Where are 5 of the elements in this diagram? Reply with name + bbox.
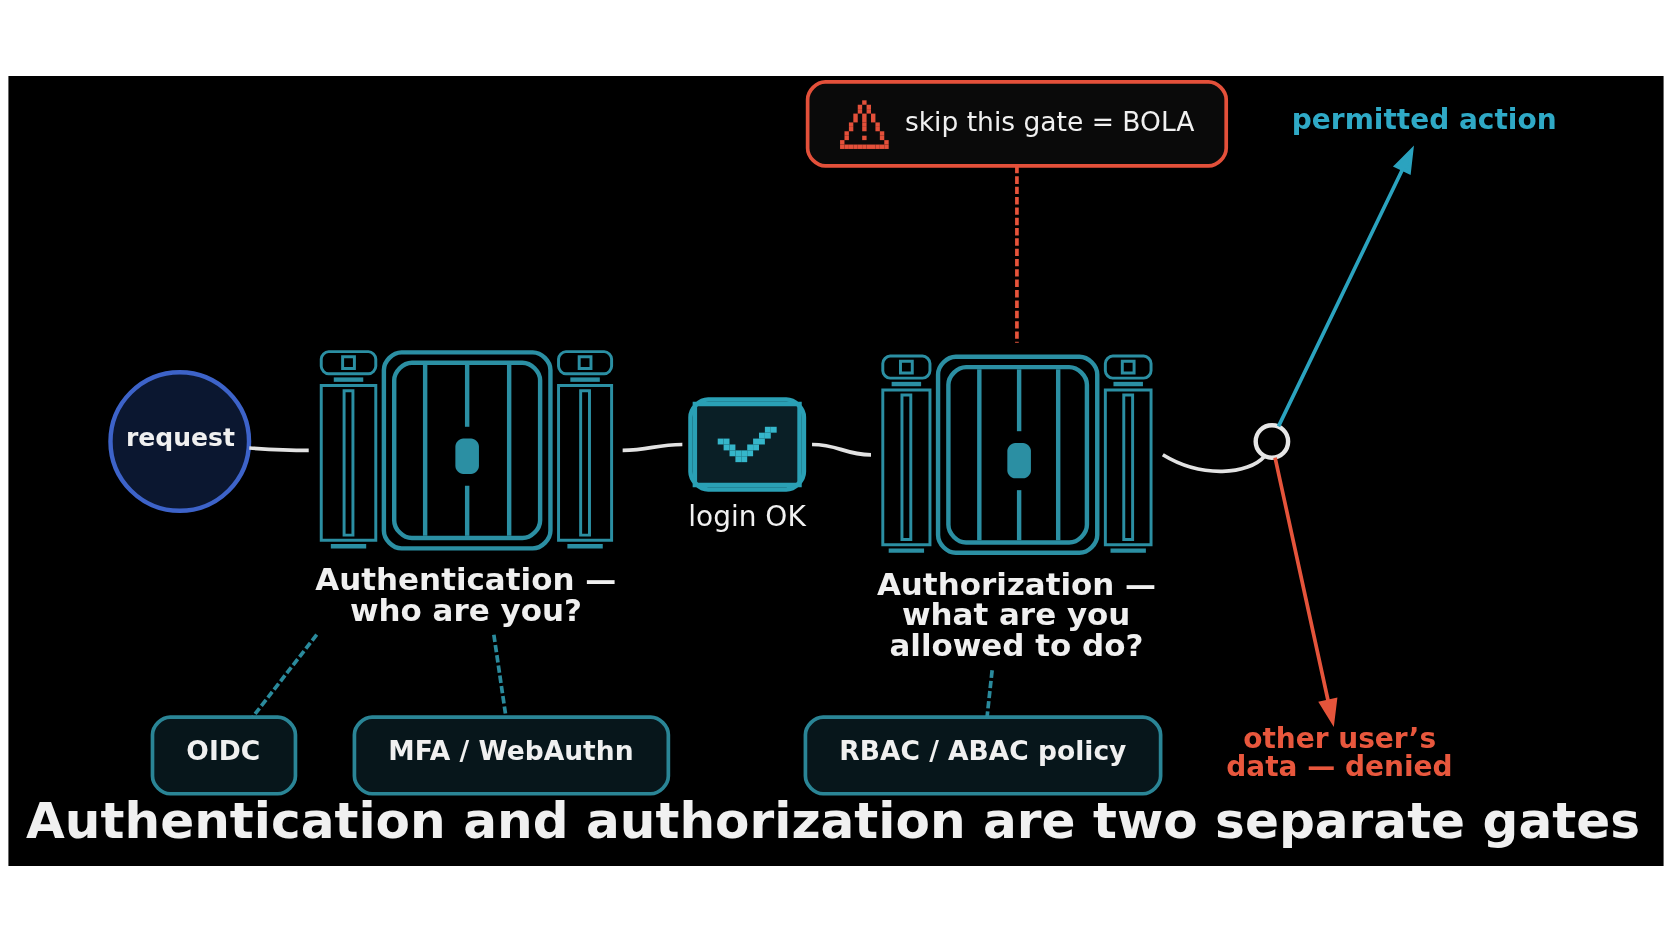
node-label: Authentication — who are you? (315, 560, 617, 628)
node-text: permitted action (1291, 102, 1557, 136)
node-label: login OK (688, 499, 806, 533)
node-text: other user’s data — denied (1226, 721, 1453, 783)
node-label: Authorization — what are you allowed to do? (876, 565, 1157, 663)
